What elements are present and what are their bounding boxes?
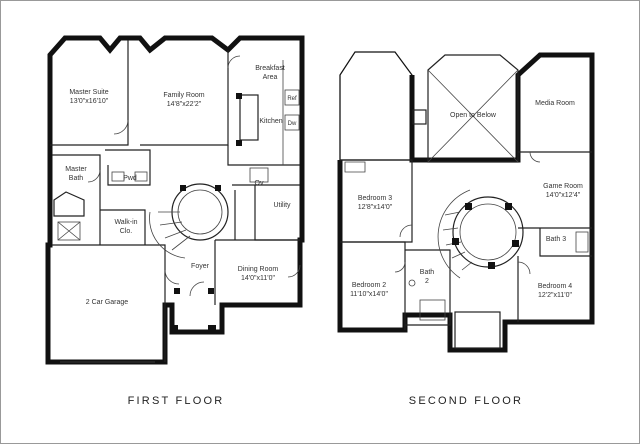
pwd-sink	[134, 171, 148, 182]
breakfast-label-2: Area	[263, 74, 278, 81]
kitchen-label: Kitchen	[259, 118, 282, 125]
second-floor-plan: Open to Below Media Room Bedroom 3 12'8"…	[337, 51, 595, 407]
pwd-toilet	[111, 171, 125, 182]
foyer-label: Foyer	[191, 263, 210, 270]
wall-walkin	[100, 209, 146, 245]
bath-3-label: Bath 3	[546, 236, 566, 243]
pillar	[236, 140, 242, 146]
door-swing	[399, 224, 413, 238]
pillar	[465, 203, 472, 210]
door-swing	[287, 264, 301, 278]
bath3-tub	[575, 231, 589, 253]
master-bath-label: Master	[65, 166, 87, 173]
wall-garage	[52, 244, 166, 362]
walkin-label-2: Clo.	[120, 228, 133, 235]
pillar	[512, 240, 519, 247]
open-to-below-label: Open to Below	[450, 112, 497, 119]
bedroom-4-dim: 12'2"x11'0"	[538, 292, 572, 299]
pillar	[215, 185, 221, 191]
ref-label: Ref	[287, 96, 297, 102]
door-swing	[227, 55, 241, 69]
door-swing	[87, 169, 101, 183]
bedroom-2-label: Bedroom 2	[352, 282, 386, 289]
bedroom-3-dim: 12'8"x14'0"	[358, 204, 393, 211]
door-swing	[394, 261, 406, 273]
door-swing	[189, 281, 205, 297]
dw-box	[284, 114, 300, 131]
wall-pwd	[105, 149, 151, 186]
dining-room-dim: 14'0"x11'0"	[241, 275, 275, 282]
utility-label: Utility	[273, 202, 291, 209]
pillar	[505, 203, 512, 210]
closet-b3	[344, 161, 366, 173]
wall-master-suite	[50, 40, 129, 146]
bath-2-label: Bath	[420, 269, 435, 276]
dw-label: Dw	[288, 121, 297, 127]
pillar	[180, 185, 186, 191]
master-suite-dim: 13'0"x16'10"	[70, 98, 109, 105]
wall-bedroom-2	[340, 241, 406, 330]
game-room-label: Game Room	[543, 183, 583, 190]
master-bath-label-2: Bath	[69, 175, 84, 182]
second-floor-title: SECOND FLOOR	[409, 395, 523, 407]
rotunda-inner-ring	[459, 203, 517, 261]
stair-treads	[158, 211, 191, 251]
oven-box	[249, 167, 269, 183]
bedroom-4-label: Bedroom 4	[538, 283, 572, 290]
family-room-label: Family Room	[163, 92, 204, 99]
stair-sweep	[149, 211, 186, 259]
wall-kitchen-south	[227, 145, 300, 166]
pillar	[170, 325, 178, 333]
bath2-toilet	[408, 279, 416, 287]
door-swing	[517, 261, 531, 275]
pillar	[452, 238, 459, 245]
bedroom-2-dim: 11'10"x14'0"	[350, 291, 388, 298]
dining-room-label: Dining Room	[238, 266, 279, 273]
pillar	[208, 288, 214, 294]
door-swing	[529, 151, 541, 163]
open-below-notch	[412, 109, 427, 125]
master-tub	[53, 191, 85, 217]
pwd-label: Pwd	[123, 175, 137, 182]
master-suite-label: Master Suite	[69, 89, 108, 96]
wall-bath-3	[539, 228, 592, 257]
media-room-label: Media Room	[535, 100, 575, 107]
pillar	[488, 262, 495, 269]
first-floor-title: FIRST FLOOR	[128, 395, 225, 407]
pillar	[208, 325, 216, 333]
garage-label: 2 Car Garage	[86, 299, 129, 306]
open-to-below-cross	[427, 69, 519, 163]
shower-cross	[57, 221, 81, 241]
bath-2-label-2: 2	[425, 278, 429, 285]
ref-box	[284, 89, 300, 106]
ov-label: Ov	[255, 180, 264, 187]
door-swing	[113, 119, 129, 135]
door-swing	[164, 269, 180, 285]
bedroom-3-label: Bedroom 3	[358, 195, 392, 202]
breakfast-label: Breakfast	[255, 65, 285, 72]
wall-master-bath	[52, 154, 101, 245]
master-shower	[57, 221, 81, 241]
kitchen-island	[239, 94, 259, 141]
pillar	[174, 288, 180, 294]
first-floor-plan: Master Suite 13'0"x16'10" Family Room 14…	[45, 35, 305, 407]
pillar	[236, 93, 242, 99]
family-room-dim: 14'8"x22'2"	[167, 101, 202, 108]
wall-bath-2	[405, 249, 451, 326]
walkin-label: Walk-in	[114, 219, 137, 226]
stair-landing	[454, 311, 501, 349]
bath2-tub	[419, 299, 446, 321]
stair-sweep	[437, 189, 471, 279]
game-room-dim: 14'0"x12'4"	[546, 192, 581, 199]
